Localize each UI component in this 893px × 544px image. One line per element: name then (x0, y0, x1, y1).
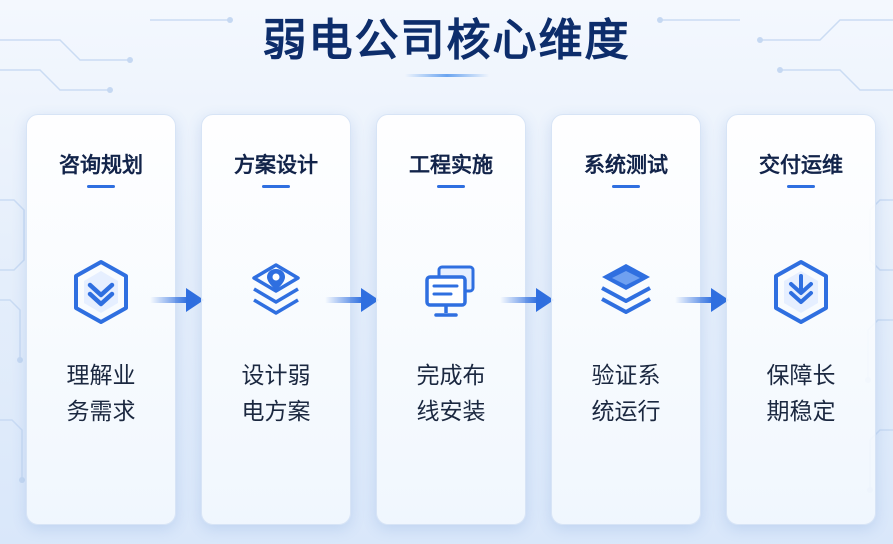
step-description-line: 设计弱 (241, 363, 311, 389)
step-title: 交付运维 (759, 153, 843, 177)
step-description-line: 保障长 (766, 363, 836, 389)
step-description: 理解业 务需求 (27, 358, 175, 430)
arrow-right-icon (325, 288, 379, 312)
step-description-line: 期稳定 (766, 399, 836, 425)
shield-check-icon (74, 260, 128, 324)
step-title-underline (787, 185, 815, 188)
step-description-line: 理解业 (66, 363, 136, 389)
step-title: 系统测试 (584, 153, 668, 177)
monitor-icon (425, 265, 475, 317)
step-description-line: 统运行 (591, 399, 661, 425)
step-title-underline (87, 185, 115, 188)
page-title: 弱电公司核心维度 (262, 15, 631, 66)
step-card-testing: 系统测试 验证系 统运行 (551, 114, 701, 525)
step-title: 方案设计 (234, 153, 318, 177)
step-description: 验证系 统运行 (552, 358, 700, 430)
step-title-underline (612, 185, 640, 188)
step-card-implementation: 工程实施 完成布 线安装 (376, 114, 526, 525)
step-description: 完成布 线安装 (377, 358, 525, 430)
step-description-line: 线安装 (416, 399, 486, 425)
step-card-delivery: 交付运维 保障长 期稳定 (726, 114, 876, 525)
arrow-right-icon (500, 288, 554, 312)
step-title-underline (437, 185, 465, 188)
step-description: 设计弱 电方案 (202, 358, 350, 430)
step-description: 保障长 期稳定 (727, 358, 875, 430)
shield-download-icon (774, 260, 828, 324)
step-description-line: 电方案 (241, 399, 311, 425)
step-description-line: 务需求 (66, 399, 136, 425)
step-card-design: 方案设计 设计弱 电方案 (201, 114, 351, 525)
step-description-line: 完成布 (416, 363, 486, 389)
location-layers-icon (252, 263, 300, 315)
step-title: 咨询规划 (59, 153, 143, 177)
title-underline (405, 74, 489, 77)
arrow-right-icon (150, 288, 204, 312)
arrow-right-icon (675, 288, 729, 312)
layers-icon (601, 264, 651, 314)
step-title-underline (262, 185, 290, 188)
step-card-consulting: 咨询规划 理解业 务需求 (26, 114, 176, 525)
step-description-line: 验证系 (591, 363, 661, 389)
step-title: 工程实施 (409, 153, 493, 177)
